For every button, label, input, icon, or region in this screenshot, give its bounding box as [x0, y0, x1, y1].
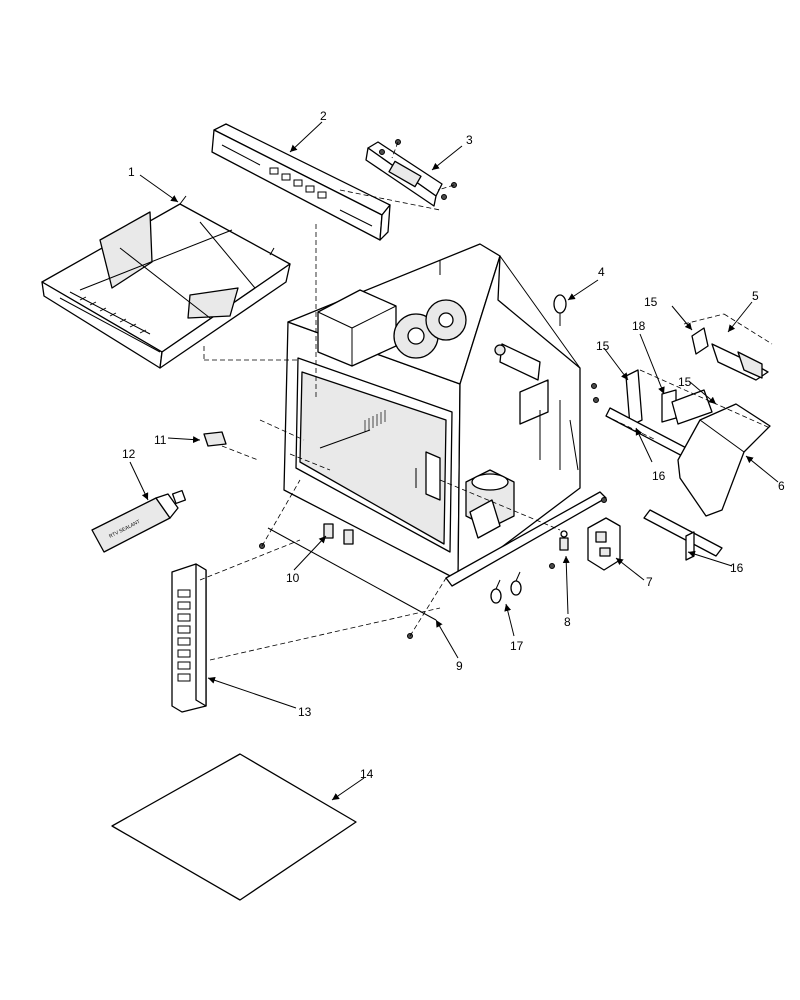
callout-3: 3	[466, 133, 473, 147]
callout-18: 18	[632, 319, 646, 333]
callout-13: 13	[298, 705, 312, 719]
part-sealant-tube: RTV SEALANT	[91, 489, 187, 553]
callout-leaders	[129, 121, 779, 801]
part-sheet	[111, 753, 357, 901]
callout-12: 12	[122, 447, 136, 461]
callout-16-lower: 16	[730, 561, 744, 575]
callout-14: 14	[360, 767, 374, 781]
callout-16-upper: 16	[652, 469, 666, 483]
part-clips	[490, 571, 522, 604]
part-air-guide	[683, 313, 773, 381]
part-lamp-hook	[553, 294, 567, 326]
callout-9: 9	[456, 659, 463, 673]
callout-2: 2	[320, 109, 327, 123]
part-label-plate	[203, 431, 227, 447]
callout-11: 11	[154, 433, 167, 447]
callout-15-right: 15	[678, 375, 692, 389]
part-bracket	[365, 139, 457, 207]
callout-15-left: 15	[596, 339, 610, 353]
callout-17: 17	[510, 639, 524, 653]
callout-4: 4	[598, 265, 605, 279]
part-cavity-frame	[283, 243, 607, 587]
part-duct-assembly	[605, 369, 771, 561]
part-spacers	[323, 523, 354, 545]
callout-7: 7	[646, 575, 653, 589]
callout-1: 1	[128, 165, 135, 179]
part-keypad-panel	[171, 539, 441, 713]
part-fuse	[559, 530, 569, 551]
callout-15-rear: 15	[644, 295, 658, 309]
part-top-tray	[41, 195, 291, 369]
part-front-trim	[211, 123, 391, 241]
callout-6: 6	[778, 479, 785, 493]
callout-10: 10	[286, 571, 300, 585]
alignment-lines	[203, 189, 561, 531]
callout-8: 8	[564, 615, 571, 629]
callout-labels: 1 2 3 4 5 6 7 8 9 10 11 12 13 14 15 15 1…	[122, 109, 785, 781]
callout-5: 5	[752, 289, 759, 303]
part-switch-block	[587, 517, 621, 571]
part-bottom-rod	[259, 479, 447, 639]
